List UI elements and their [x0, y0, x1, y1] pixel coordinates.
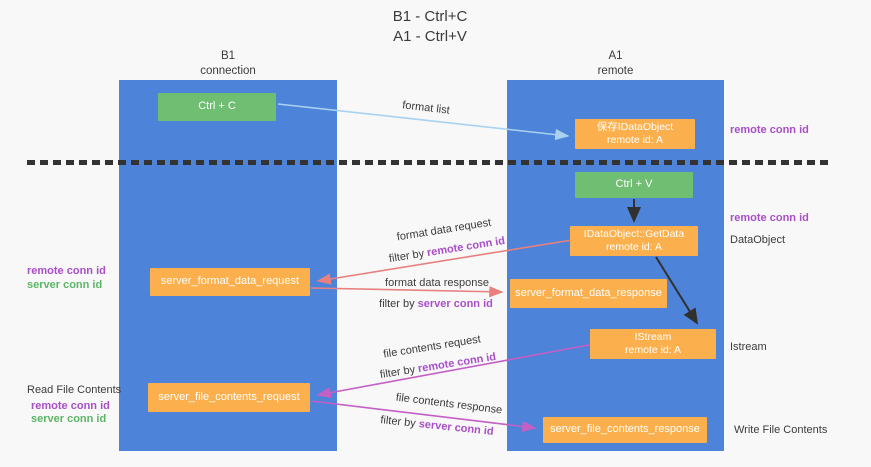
label-filter-by-text-4: filter by: [379, 414, 420, 431]
label-file-contents-response: file contents response: [395, 391, 503, 417]
left-label-remote-conn-id-2: remote conn id: [31, 400, 110, 412]
label-filter-by-server-2: filter by server conn id: [380, 414, 494, 438]
label-filter-by-text-1: filter by: [388, 247, 429, 266]
label-format-list: format list: [401, 99, 451, 117]
left-column-header-line2: connection: [200, 64, 256, 77]
label-format-data-response: format data response: [385, 277, 489, 289]
left-label-server-conn-id-2: server conn id: [31, 413, 107, 425]
node-ctrl-v: Ctrl + V: [575, 172, 693, 198]
right-label-remote-conn-id-1: remote conn id: [730, 124, 809, 136]
phase-separator-dashed-line: [27, 160, 830, 165]
label-filter-by-server-1: filter by server conn id: [379, 298, 493, 310]
node-server-format-data-response: server_format_data_response: [510, 279, 667, 308]
diagram-title-line2: A1 - Ctrl+V: [393, 28, 467, 45]
label-remote-conn-id-1: remote conn id: [426, 234, 506, 260]
right-label-remote-conn-id-2: remote conn id: [730, 212, 809, 224]
node-istream-line1: IStream: [634, 331, 672, 344]
label-server-conn-id-2: server conn id: [418, 418, 495, 438]
node-ctrl-c: Ctrl + C: [158, 93, 276, 121]
node-idataobject-getdata-line1: IDataObject::GetData: [583, 228, 685, 241]
node-istream-line2: remote id: A: [624, 344, 682, 356]
node-server-format-data-request: server_format_data_request: [150, 268, 310, 296]
node-save-idataobject: 保存IDataObject remote id: A: [575, 119, 695, 149]
node-save-idataobject-line2: remote id: A: [606, 134, 664, 146]
node-save-idataobject-line1: 保存IDataObject: [596, 121, 674, 134]
diagram-title-line1: B1 - Ctrl+C: [392, 8, 468, 25]
label-remote-conn-id-2: remote conn id: [417, 350, 497, 376]
right-label-dataobject: DataObject: [730, 234, 786, 246]
left-column-header-line1: B1: [220, 50, 236, 62]
right-column-header-line2: remote: [597, 64, 634, 77]
right-label-istream: Istream: [730, 341, 767, 353]
left-label-read-file-contents: Read File Contents: [27, 384, 122, 396]
left-column-header: B1 connection: [119, 49, 337, 79]
node-istream: IStream remote id: A: [590, 329, 716, 359]
label-filter-by-text-2: filter by: [379, 298, 418, 310]
left-label-remote-conn-id-1: remote conn id: [27, 265, 106, 277]
node-server-file-contents-request: server_file_contents_request: [148, 383, 310, 412]
node-server-file-contents-response: server_file_contents_response: [543, 417, 707, 443]
right-column-header: A1 remote: [507, 49, 724, 79]
right-column-header-line1: A1: [608, 50, 623, 62]
node-idataobject-getdata-line2: remote id: A: [605, 241, 663, 253]
node-idataobject-getdata: IDataObject::GetData remote id: A: [570, 226, 698, 256]
right-label-write-file-contents: Write File Contents: [734, 424, 828, 436]
label-server-conn-id-1: server conn id: [417, 298, 493, 310]
label-filter-by-text-3: filter by: [379, 363, 420, 382]
left-label-server-conn-id-1: server conn id: [27, 279, 103, 291]
